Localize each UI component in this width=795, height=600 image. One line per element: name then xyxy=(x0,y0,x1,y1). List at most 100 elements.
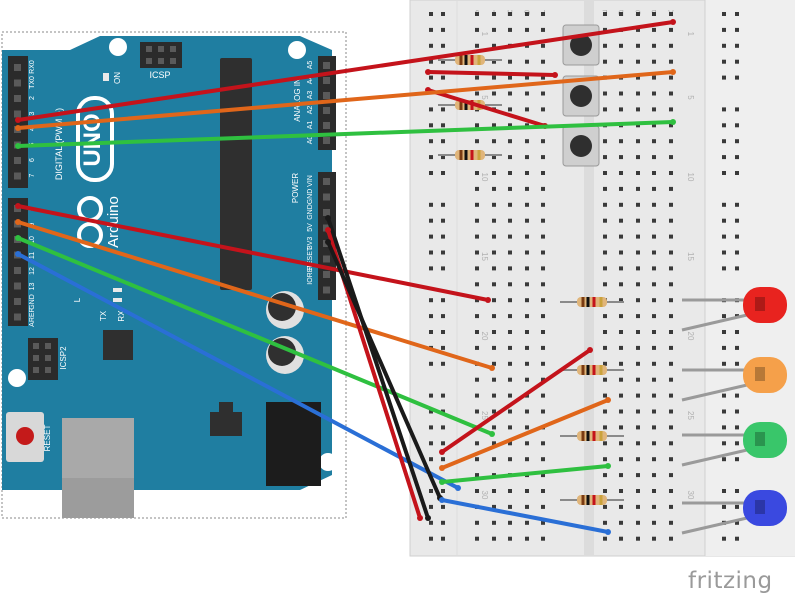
pin-label: 4 xyxy=(29,127,36,131)
wire xyxy=(440,498,610,534)
rail-hole xyxy=(735,27,739,32)
mount-hole xyxy=(8,369,26,387)
hole xyxy=(669,234,673,239)
hole xyxy=(603,250,607,255)
hole xyxy=(652,139,656,144)
hole xyxy=(541,12,545,16)
rail-hole xyxy=(441,43,445,48)
hole xyxy=(525,59,529,64)
hole xyxy=(475,75,479,80)
hole xyxy=(669,425,673,430)
rail-hole xyxy=(429,43,433,48)
rail-hole xyxy=(735,59,739,64)
pin-label: TX0 xyxy=(29,76,36,89)
hole xyxy=(619,314,623,319)
rail-hole xyxy=(735,504,739,509)
rail-hole xyxy=(735,12,739,16)
rail-hole xyxy=(722,361,726,366)
hole xyxy=(603,520,607,525)
hole xyxy=(669,43,673,48)
hole xyxy=(652,473,656,478)
hole xyxy=(541,393,545,398)
wire xyxy=(326,240,442,500)
hole xyxy=(475,330,479,334)
atmega16u2-chip xyxy=(103,330,133,360)
rail-hole xyxy=(429,171,433,175)
rail-hole xyxy=(429,314,433,319)
hole xyxy=(652,457,656,462)
pushbuttons xyxy=(562,24,600,167)
hole xyxy=(475,520,479,525)
hole xyxy=(619,345,623,350)
hole xyxy=(619,393,623,398)
pin-label: AREF xyxy=(29,308,36,327)
hole xyxy=(603,393,607,398)
hole xyxy=(652,282,656,287)
hole xyxy=(525,91,529,96)
hole xyxy=(636,536,640,541)
hole xyxy=(541,91,545,96)
hole xyxy=(508,314,512,319)
rail-hole xyxy=(722,536,726,541)
hole xyxy=(603,218,607,223)
hole xyxy=(492,409,496,414)
hole xyxy=(652,489,656,493)
rail-hole xyxy=(441,345,445,350)
hole xyxy=(525,155,529,160)
hole xyxy=(669,266,673,271)
rail-hole xyxy=(735,457,739,462)
pin-label: RX0 xyxy=(29,60,36,74)
hole xyxy=(508,298,512,303)
wire-end xyxy=(417,515,423,521)
rail-hole xyxy=(735,441,739,446)
hole xyxy=(636,345,640,350)
hole xyxy=(525,186,529,191)
hole xyxy=(475,266,479,271)
hole xyxy=(508,27,512,32)
hole xyxy=(492,361,496,366)
hole xyxy=(525,12,529,16)
row-number: 5 xyxy=(686,95,695,100)
hole xyxy=(492,489,496,493)
hole xyxy=(508,266,512,271)
hole xyxy=(652,330,656,334)
hole xyxy=(636,27,640,32)
wire-end xyxy=(489,431,495,437)
hole xyxy=(669,171,673,175)
rail-hole xyxy=(441,457,445,462)
hole xyxy=(475,171,479,175)
hole xyxy=(603,489,607,493)
resistors xyxy=(438,55,624,505)
rail-hole xyxy=(441,441,445,446)
hole xyxy=(636,91,640,96)
hole xyxy=(669,489,673,493)
pin-label: GND xyxy=(307,189,314,205)
pin-label: IOREF xyxy=(307,263,314,284)
rail-hole xyxy=(722,393,726,398)
hole xyxy=(669,504,673,509)
hole xyxy=(603,441,607,446)
rail-hole xyxy=(441,361,445,366)
wire-end xyxy=(15,251,21,257)
rail-hole xyxy=(722,12,726,16)
rail-hole xyxy=(722,218,726,223)
row-number: 30 xyxy=(686,491,695,500)
hole xyxy=(669,409,673,414)
hole xyxy=(619,250,623,255)
hole xyxy=(541,361,545,366)
hole xyxy=(492,155,496,160)
hole xyxy=(492,504,496,509)
hole xyxy=(525,520,529,525)
hole xyxy=(525,409,529,414)
hole xyxy=(636,171,640,175)
hole xyxy=(508,75,512,80)
hole xyxy=(508,59,512,64)
hole xyxy=(619,520,623,525)
wire-end xyxy=(605,529,611,535)
rail-hole xyxy=(722,409,726,414)
hole xyxy=(636,393,640,398)
hole xyxy=(652,27,656,32)
hole xyxy=(652,186,656,191)
hole xyxy=(508,393,512,398)
